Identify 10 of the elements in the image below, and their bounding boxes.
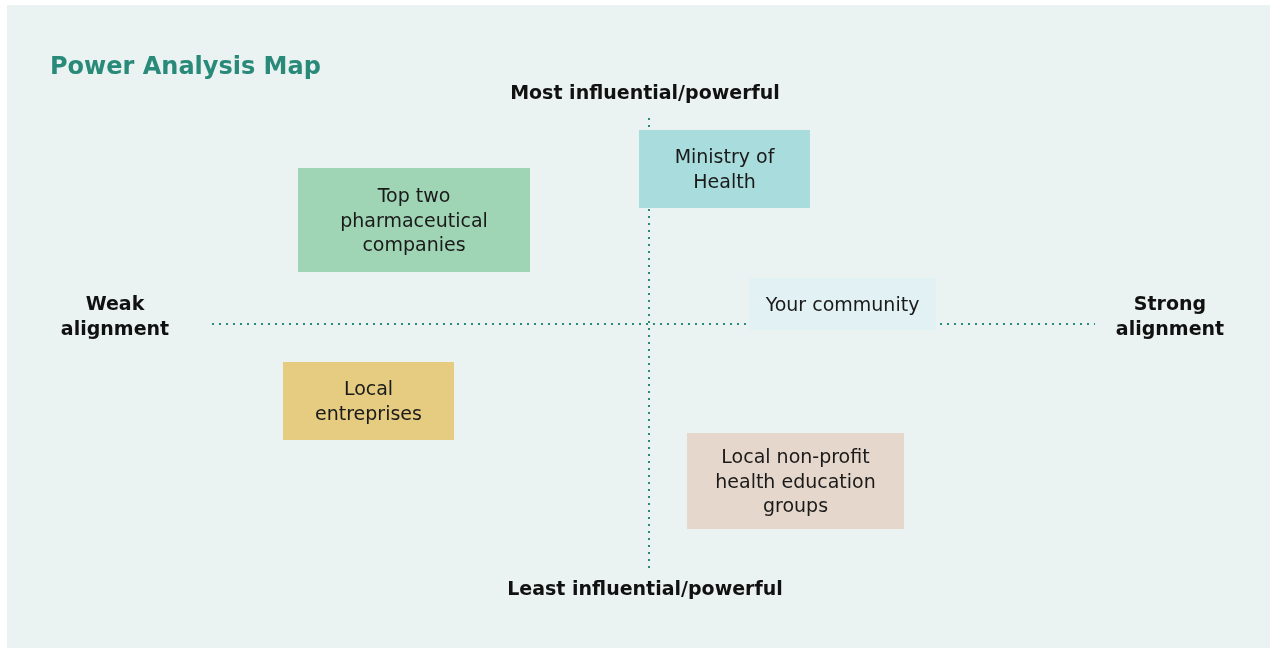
stakeholder-box: Your community [749,278,936,330]
stakeholder-box: Ministry of Health [639,130,810,208]
axis-label: Most influential/powerful [509,80,781,105]
stakeholder-box: Top two pharmaceutical companies [298,168,530,272]
stakeholder-box: Local non-profit health education groups [687,433,904,529]
axis-label: Least influential/powerful [506,576,784,601]
stakeholder-box: Local entreprises [283,362,454,440]
axis-label: Weak alignment [59,291,171,341]
diagram-title: Power Analysis Map [50,52,321,80]
axis-label: Strong alignment [1114,291,1226,341]
